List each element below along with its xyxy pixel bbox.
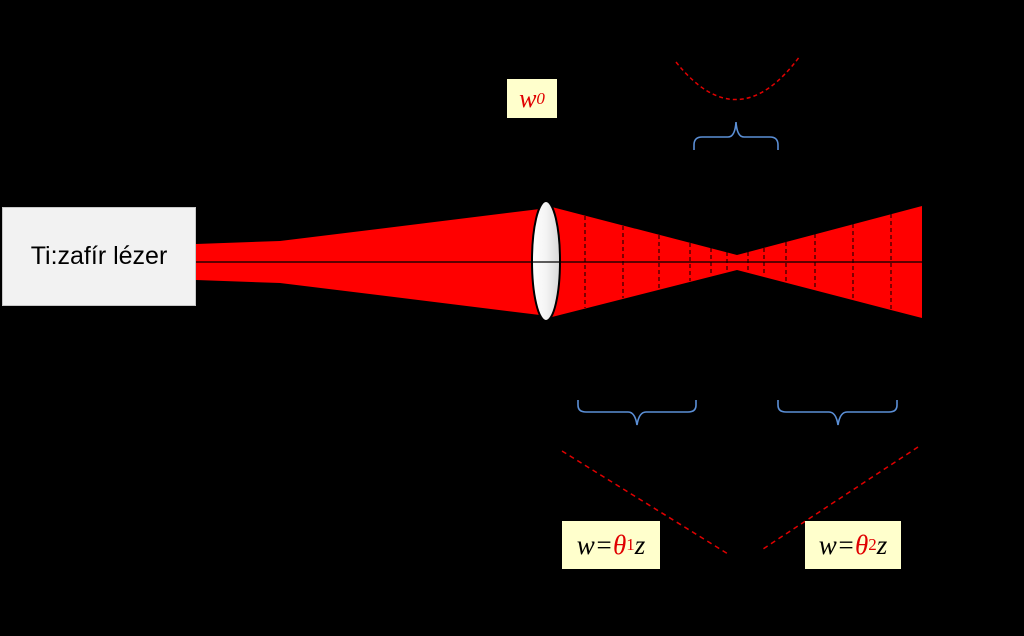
eq2-var: z [876,529,888,560]
eq2-theta: θ [854,529,869,560]
rayleigh-range-brace [693,121,779,150]
eq2-lhs: w= [818,529,855,560]
lens [531,200,561,322]
waist-subscript: 0 [536,88,545,108]
right-far-field-brace [777,400,898,426]
laser-source: Ti:zafír lézer [2,207,196,306]
laser-label: Ti:zafír lézer [30,242,168,270]
left-asymptote-line [561,450,729,555]
waist-symbol: w [519,83,537,113]
eq1-subscript: 1 [626,535,635,554]
right-asymptote-line [762,446,919,550]
waist-parabola [675,55,801,101]
eq2-subscript: 2 [868,535,877,554]
eq1-theta: θ [612,529,627,560]
left-far-field-brace [577,400,697,426]
eq1-lhs: w= [576,529,613,560]
eq1-var: z [634,529,646,560]
